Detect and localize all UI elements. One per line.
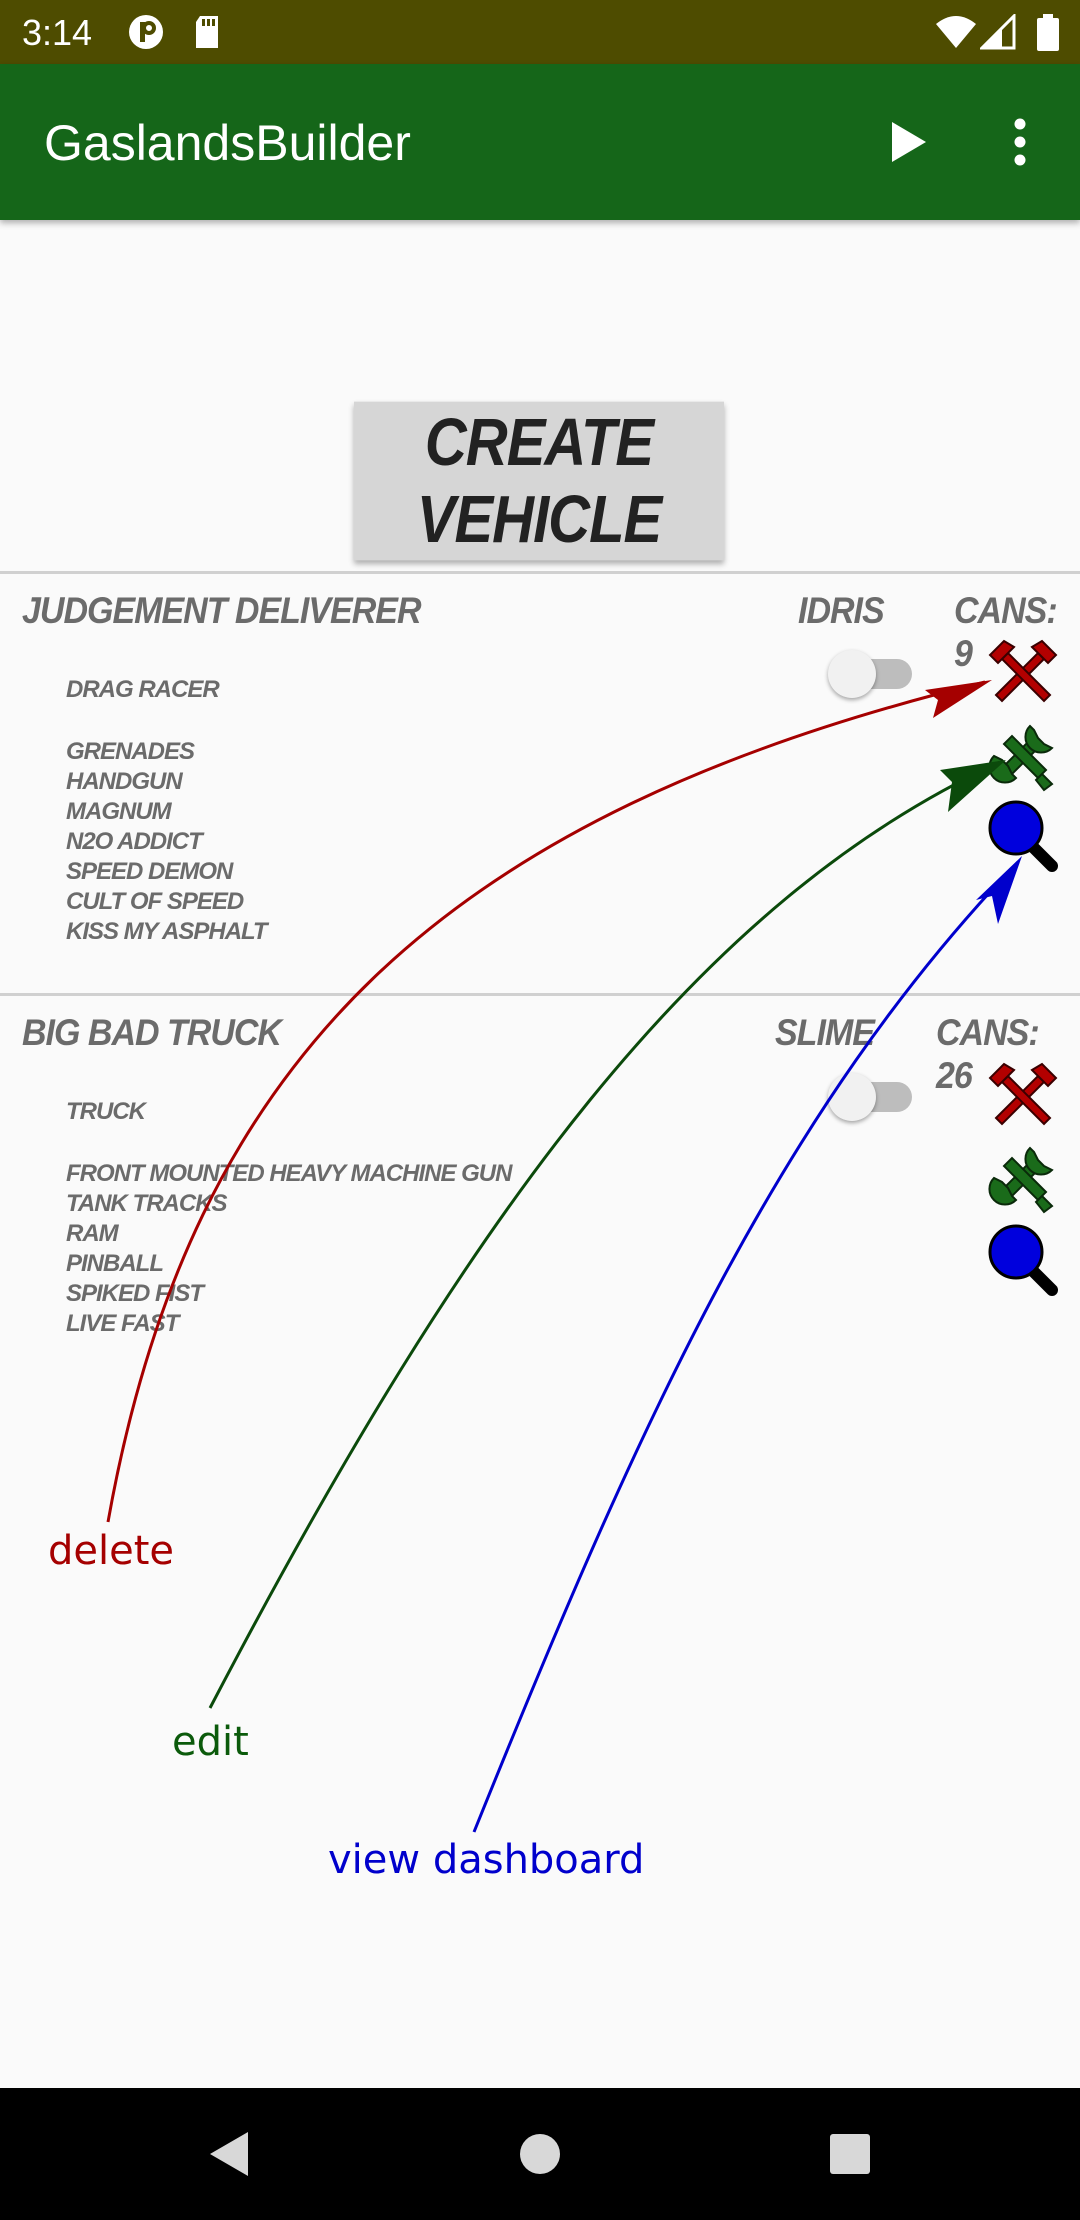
list-item: FRONT MOUNTED HEAVY MACHINE GUN: [66, 1160, 512, 1187]
app-title: GaslandsBuilder: [44, 115, 411, 171]
status-time: 3:14: [22, 12, 93, 53]
p-badge-icon: [129, 15, 163, 49]
edit-icon[interactable]: [986, 718, 1060, 792]
list-item: MAGNUM: [66, 798, 172, 825]
divider: [0, 993, 1080, 996]
vehicle-items: GRENADES HANDGUN MAGNUM N2O ADDICT SPEED…: [66, 737, 268, 947]
list-item: SPIKED FIST: [66, 1280, 204, 1307]
vehicle-cans: CANS: 9: [954, 590, 1058, 675]
divider: [0, 571, 1080, 574]
vehicle-driver: IDRIS: [798, 590, 885, 632]
signal-icon: [980, 14, 1016, 50]
delete-icon[interactable]: [986, 1060, 1060, 1134]
list-item: N2O ADDICT: [66, 828, 203, 855]
vehicle-driver: SLIME: [775, 1012, 875, 1054]
battery-icon: [1037, 14, 1059, 51]
back-icon[interactable]: [204, 2128, 254, 2180]
app-bar: GaslandsBuilder: [0, 64, 1080, 220]
vehicle-name: JUDGEMENT DELIVERER: [22, 590, 421, 632]
home-icon[interactable]: [516, 2128, 564, 2180]
list-item: HANDGUN: [66, 768, 183, 795]
vehicle-toggle[interactable]: [828, 648, 918, 698]
list-item: PINBALL: [66, 1250, 164, 1277]
edit-annotation: edit: [172, 1719, 249, 1765]
sd-card-icon: [196, 16, 218, 48]
list-item: GRENADES: [66, 738, 195, 765]
play-icon[interactable]: [884, 116, 934, 168]
edit-icon[interactable]: [986, 1140, 1060, 1214]
list-item: TANK TRACKS: [66, 1190, 228, 1217]
status-bar: 3:14: [0, 0, 1080, 64]
wifi-icon: [936, 16, 976, 48]
nav-bar: [0, 2088, 1080, 2220]
view-dashboard-annotation: view dashboard: [328, 1837, 645, 1883]
delete-arrowhead: [925, 680, 992, 718]
vehicle-type: DRAG RACER: [66, 676, 220, 703]
list-item: LIVE FAST: [66, 1310, 179, 1337]
delete-annotation: delete: [48, 1528, 175, 1574]
vehicle-items: FRONT MOUNTED HEAVY MACHINE GUN TANK TRA…: [66, 1159, 512, 1339]
recents-icon[interactable]: [826, 2128, 874, 2180]
list-item: CULT OF SPEED: [66, 888, 244, 915]
vehicle-type: TRUCK: [66, 1098, 146, 1125]
delete-icon[interactable]: [986, 637, 1060, 711]
list-item: SPEED DEMON: [66, 858, 233, 885]
list-item: RAM: [66, 1220, 119, 1247]
view-arrow: [472, 860, 1020, 1833]
more-vert-icon[interactable]: [1000, 116, 1040, 168]
view-dashboard-icon[interactable]: [986, 798, 1060, 872]
list-item: KISS MY ASPHALT: [66, 918, 268, 945]
view-dashboard-icon[interactable]: [986, 1222, 1060, 1296]
vehicle-toggle[interactable]: [828, 1071, 918, 1121]
create-vehicle-button[interactable]: CREATE VEHICLE: [354, 401, 724, 561]
vehicle-name: BIG BAD TRUCK: [22, 1012, 282, 1054]
